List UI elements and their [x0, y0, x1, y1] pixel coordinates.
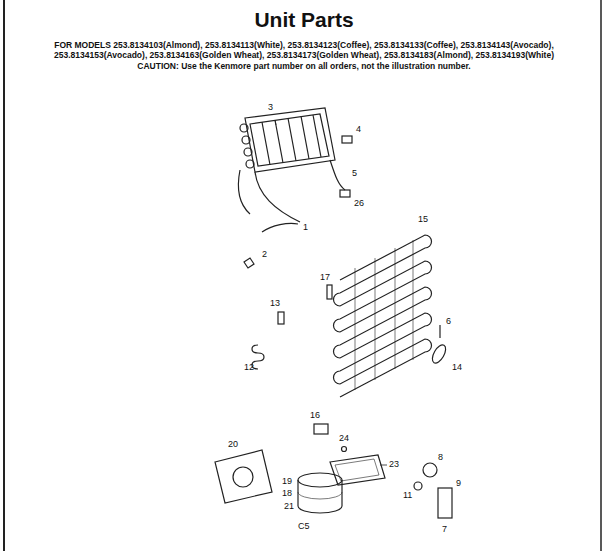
callout-number: 5: [352, 168, 357, 178]
callout-number: 21: [284, 501, 294, 511]
compressor: [298, 473, 342, 513]
callout-number: 2: [262, 249, 267, 259]
leader-line: [380, 465, 387, 466]
mount-plate: [233, 467, 253, 487]
drain-pan: [330, 455, 385, 485]
bracket-part: [314, 424, 328, 434]
callout-number: 13: [270, 298, 280, 308]
callout-number: 26: [354, 198, 364, 208]
callout-number: C5: [298, 521, 310, 531]
callout-number: 17: [320, 272, 330, 282]
callout-number: 24: [339, 433, 349, 443]
callout-number: 7: [442, 524, 447, 534]
condenser-coil: [238, 108, 345, 232]
screw-part: [342, 447, 347, 452]
callout-number: 1: [303, 222, 308, 232]
callout-number: 19: [282, 476, 292, 486]
callout-number: 20: [228, 439, 238, 449]
callout-number: 4: [356, 124, 361, 134]
callout-number: 6: [446, 316, 451, 326]
ring-part: [430, 343, 449, 365]
caution-note: CAUTION: Use the Kenmore part number on …: [40, 61, 568, 71]
relay-part: [423, 463, 437, 477]
scan-edge: [600, 0, 602, 551]
scan-edge: [3, 0, 5, 551]
clip-part: [340, 190, 350, 197]
callout-number: 15: [418, 214, 428, 224]
callout-number: 12: [244, 362, 254, 372]
switch-part: [278, 312, 284, 324]
mount-plate: [215, 450, 272, 503]
callout-number: 9: [456, 478, 461, 488]
capacitor-part: [414, 482, 422, 490]
sensor-part: [327, 285, 332, 299]
bracket-part: [342, 136, 352, 143]
callout-number: 18: [282, 488, 292, 498]
callout-number: 23: [389, 459, 399, 469]
callout-number: 14: [452, 362, 462, 372]
small-part: [244, 258, 254, 268]
callout-number: 3: [268, 102, 273, 112]
evaporator-coil: [334, 235, 432, 397]
pin-part: [439, 325, 440, 338]
title: Unit Parts: [254, 8, 353, 32]
callout-number: 11: [403, 490, 412, 500]
callout-number: 16: [310, 410, 320, 420]
model-list: FOR MODELS 253.8134103(Almond), 253.8134…: [40, 40, 568, 60]
leader-line: [275, 120, 276, 125]
overload-part: [438, 488, 452, 518]
callout-number: 8: [438, 452, 443, 462]
